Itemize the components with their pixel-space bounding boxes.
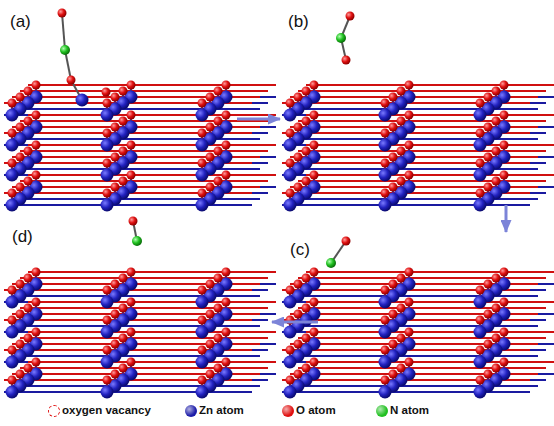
panel: (c) (318, 232, 554, 400)
panel-label: (a) (10, 12, 31, 32)
step-arrow (237, 118, 280, 121)
legend-text: oxygen vacancy (62, 404, 151, 416)
legend-text: O atom (296, 404, 336, 416)
legend-swatch (185, 405, 197, 417)
panel-label: (b) (288, 12, 309, 32)
legend-text: Zn atom (199, 404, 244, 416)
panel-label: (c) (290, 240, 310, 260)
panel: (d) (0, 215, 272, 405)
panel: (a) (0, 0, 237, 205)
legend-swatch (282, 405, 294, 417)
legend-text: N atom (390, 404, 429, 416)
vacancy-symbol (48, 405, 60, 417)
step-arrow (505, 205, 508, 232)
legend-swatch (376, 405, 388, 417)
step-arrow (272, 321, 318, 324)
panel-label: (d) (12, 227, 33, 247)
panel: (b) (280, 0, 554, 205)
